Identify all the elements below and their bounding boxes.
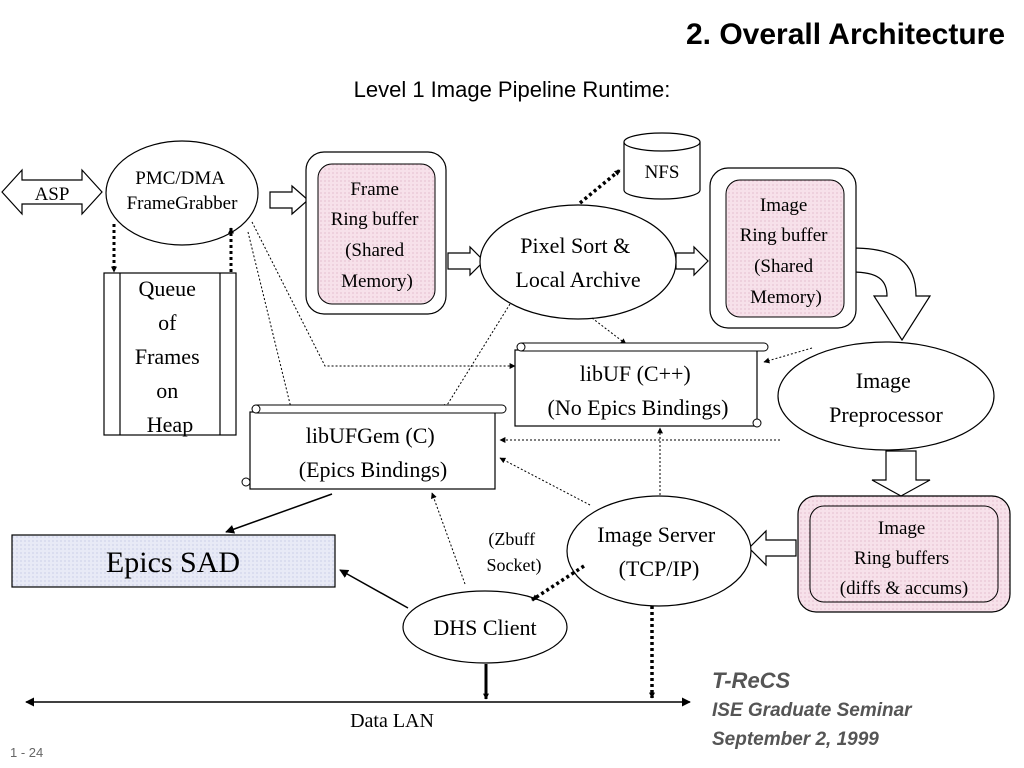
image-ring-buffer-node: Image Ring buffer (Shared Memory) xyxy=(709,167,857,329)
libuf-node: libUF (C++) (No Epics Bindings) xyxy=(514,342,769,428)
image-ring-buffers-node: Image Ring buffers (diffs & accums) xyxy=(797,495,1011,613)
pmc-to-libufgem-link xyxy=(247,231,294,413)
image-ring-to-preprocessor-arrow xyxy=(851,247,932,342)
libufgem-node: libUFGem (C) (Epics Bindings) xyxy=(241,404,507,490)
ring-buffers-line3: (diffs & accums) xyxy=(840,578,968,599)
svg-text:libUF (C++) (No Epics Bi: libUF (C++) (No Epics Bindings) xyxy=(548,361,729,420)
svg-text:PMC/DMA FrameGrabber: PMC/DMA FrameGrabber xyxy=(127,168,238,214)
libufgem-to-epics-sad-arrow xyxy=(225,493,333,534)
pmc-framegrabber-node: PMC/DMA FrameGrabber xyxy=(105,140,259,246)
dhs-client-label: DHS Client xyxy=(433,615,536,640)
page-subtitle: Level 1 Image Pipeline Runtime: xyxy=(354,77,671,102)
dhs-to-epics-sad-arrow xyxy=(339,569,409,609)
frame-ring-buffer-node: Frame Ring buffer (Shared Memory) xyxy=(305,151,447,315)
ring-buffers-line1: Image xyxy=(878,518,925,539)
footer-seminar: ISE Graduate Seminar xyxy=(712,700,913,721)
svg-text:Queue of Frames: Queue of Frames on Heap xyxy=(135,276,205,437)
image-server-node: Image Server (TCP/IP) xyxy=(566,495,752,607)
ring-buffers-line2: Ring buffers xyxy=(854,548,949,569)
libuf-line2: (No Epics Bindings) xyxy=(548,395,729,420)
queue-label-line5: Heap xyxy=(147,412,193,437)
libufgem-line2: (Epics Bindings) xyxy=(299,457,448,482)
pixel-sort-to-libuf-link xyxy=(591,317,627,345)
page-title: 2. Overall Architecture xyxy=(686,18,1005,51)
svg-text:Image Preprocessor: Image Preprocessor xyxy=(829,368,943,427)
frame-ring-line2: Ring buffer xyxy=(331,209,419,230)
page-number: 1 - 24 xyxy=(10,745,43,760)
dhs-to-libufgem-link xyxy=(431,492,466,585)
libuf-line1: libUF (C++) xyxy=(580,361,691,386)
image-ring-line1: Image xyxy=(760,195,807,216)
image-ring-line4: Memory) xyxy=(750,287,822,308)
pixel-sort-to-libufgem-link xyxy=(443,303,511,411)
frame-ring-line3: (Shared xyxy=(345,240,405,261)
nfs-node: NFS xyxy=(623,132,701,200)
preprocessor-to-ring-buffers-arrow xyxy=(871,450,931,497)
libufgem-line1: libUFGem (C) xyxy=(306,423,435,448)
svg-text:libUFGem (C) (Epics Bind: libUFGem (C) (Epics Bindings) xyxy=(299,423,448,482)
dhs-client-node: DHS Client xyxy=(402,590,568,664)
pixel-sort-to-image-ring-arrow xyxy=(675,245,709,277)
svg-text:Image Server (TCP/IP): Image Server (TCP/IP) xyxy=(597,522,720,581)
asp-node: ASP xyxy=(1,168,103,216)
svg-text:Image Ring buffer: Image Ring buffer (Shared Memory) xyxy=(740,195,833,308)
frame-ring-line4: Memory) xyxy=(341,271,413,292)
preprocessor-line2: Preprocessor xyxy=(829,402,943,427)
epics-sad-node: Epics SAD xyxy=(11,534,336,588)
queue-of-frames-node: Queue of Frames on Heap xyxy=(103,272,237,437)
svg-text:(Zbuff Socket): (Zbuff Socket) xyxy=(487,529,542,576)
queue-label-line1: Queue xyxy=(139,276,196,301)
footer-date: September 2, 1999 xyxy=(712,729,879,750)
pixel-sort-line2: Local Archive xyxy=(515,267,640,292)
svg-text:Pixel Sort & Local Archi: Pixel Sort & Local Archive xyxy=(515,233,640,292)
pmc-label-line1: PMC/DMA xyxy=(135,168,225,189)
pixel-sort-line1: Pixel Sort & xyxy=(520,233,630,258)
image-ring-line3: (Shared xyxy=(754,256,814,277)
frame-ring-line1: Frame xyxy=(350,179,399,200)
svg-text:Frame Ring buffer: Frame Ring buffer (Shared Memory) xyxy=(331,179,424,292)
svg-text:Image Ring buffers: Image Ring buffers (diffs & accums) xyxy=(840,518,968,599)
zbuff-label-line2: Socket) xyxy=(487,555,542,576)
zbuff-label-line1: (Zbuff xyxy=(488,529,535,550)
image-server-line2: (TCP/IP) xyxy=(619,556,700,581)
image-preprocessor-node: Image Preprocessor xyxy=(777,341,995,451)
data-lan-label: Data LAN xyxy=(350,710,434,732)
asp-label: ASP xyxy=(35,184,70,205)
queue-label-line4: on xyxy=(156,378,178,403)
pmc-label-line2: FrameGrabber xyxy=(127,193,238,214)
ring-buffers-to-image-server-arrow xyxy=(748,529,797,567)
image-ring-line2: Ring buffer xyxy=(740,225,828,246)
epics-sad-label: Epics SAD xyxy=(106,546,240,579)
footer-project: T-ReCS xyxy=(712,668,791,693)
pmc-to-frame-ring-arrow xyxy=(269,184,309,216)
image-server-line1: Image Server xyxy=(597,522,716,547)
preprocessor-line1: Image xyxy=(856,368,911,393)
pixel-sort-to-nfs-arrow xyxy=(578,168,622,205)
pixel-sort-archive-node: Pixel Sort & Local Archive xyxy=(479,204,677,320)
preprocessor-to-libuf-link xyxy=(763,347,813,364)
queue-label-line2: of xyxy=(158,310,177,335)
pmc-to-libuf-link xyxy=(251,221,516,369)
thin-dotted-connectors xyxy=(247,221,813,585)
image-server-to-libufgem-link xyxy=(499,457,591,506)
frame-ring-to-pixel-sort-arrow xyxy=(447,245,485,277)
nfs-label: NFS xyxy=(645,162,680,183)
image-server-to-dhs-arrow xyxy=(531,564,585,602)
queue-label-line3: Frames xyxy=(135,344,200,369)
